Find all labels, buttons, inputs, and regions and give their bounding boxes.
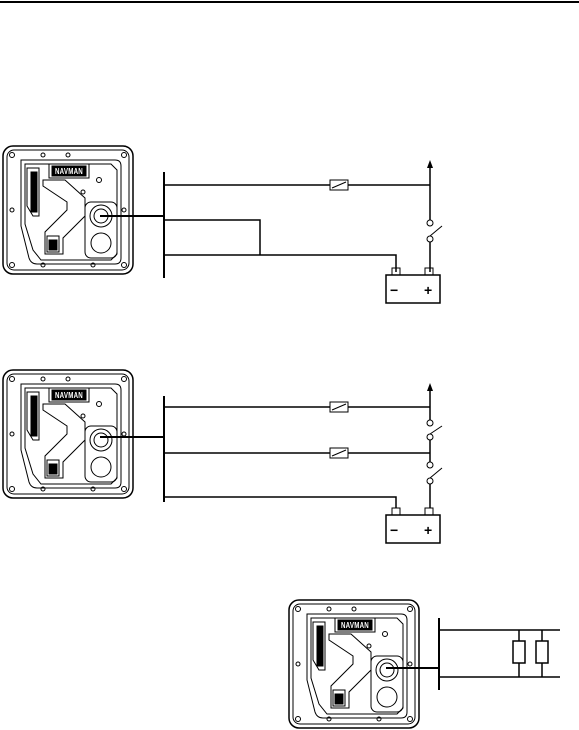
brand-logo-text: NAVMAN	[55, 391, 83, 400]
diagram-1: NAVMAN − +	[3, 146, 442, 303]
switch-icon	[427, 420, 433, 426]
arrow-up-icon	[427, 160, 433, 168]
loop-wire	[164, 220, 260, 255]
switch-icon	[427, 220, 433, 226]
battery-negative-label: −	[390, 282, 398, 298]
battery-positive-label: +	[424, 282, 432, 298]
battery-icon: − +	[386, 268, 440, 303]
brand-logo-text: NAVMAN	[55, 167, 83, 176]
arrow-up-icon	[427, 383, 433, 391]
device-unit: NAVMAN	[289, 600, 419, 728]
battery-positive-label: +	[424, 522, 432, 538]
device-unit: NAVMAN	[3, 146, 133, 274]
device-unit: NAVMAN	[3, 370, 133, 498]
battery-negative-label: −	[390, 522, 398, 538]
resistor-icon	[513, 630, 525, 677]
ground-wire	[164, 497, 396, 508]
ground-wire	[164, 255, 396, 272]
battery-icon: − +	[386, 508, 440, 543]
resistor-icon	[536, 630, 548, 677]
brand-logo-text: NAVMAN	[341, 621, 369, 630]
diagram-3: NAVMAN	[289, 600, 560, 728]
diagram-2: NAVMAN − +	[3, 370, 442, 543]
switch-icon	[427, 462, 433, 468]
